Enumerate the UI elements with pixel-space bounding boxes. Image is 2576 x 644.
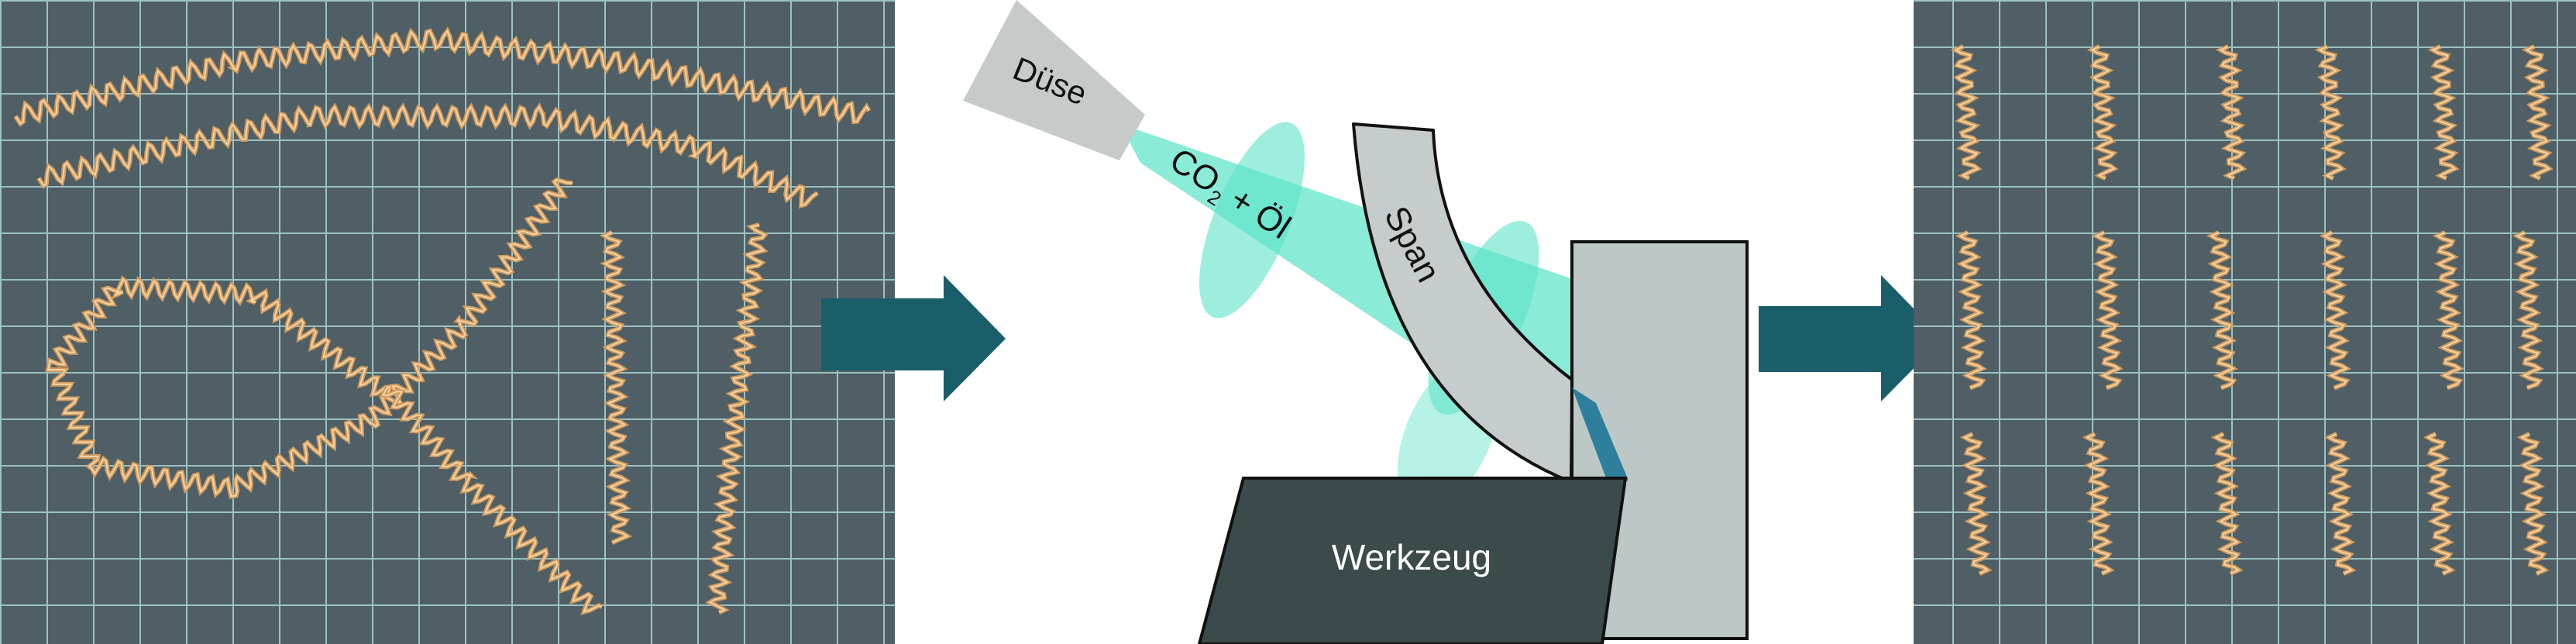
jet-section-ellipse-1 [1199,122,1305,319]
short-chip-14-highlight [2436,232,2461,389]
chip-group-right [1950,44,2554,576]
short-chip-2-highlight [1959,232,1984,389]
short-chip-5-highlight [2095,232,2120,389]
short-chip-4-highlight [2090,46,2116,180]
contact-zone [1572,387,1628,482]
process-arrow-right [1759,275,1943,401]
long-chip-1-highlight [15,29,870,126]
nozzle [963,0,1145,160]
short-chip-7-highlight [2219,46,2244,180]
long-chip-loop-highlight [46,178,573,498]
short-chip-8-highlight [2210,232,2235,389]
short-chip-3-highlight [1963,433,1990,575]
short-chip-15-highlight [2426,433,2453,575]
long-chip-3-highlight [603,232,629,544]
long-chip-2-highlight [38,105,818,207]
chip-group-left [13,26,872,615]
tool-label: Werkzeug [1332,537,1491,577]
cutting-tool [1197,477,1628,644]
short-broken-chips-photo [1914,0,2576,644]
short-chip-18-highlight [2520,433,2547,575]
long-continuous-chips-photo [0,0,895,644]
short-chip-13-highlight [2431,46,2457,180]
process-arrow-left [821,275,1006,401]
short-chip-11-highlight [2323,232,2348,389]
long-chip-4-highlight [708,224,766,614]
short-chip-6-highlight [2086,433,2112,575]
short-chip-9-highlight [2214,433,2241,575]
short-chip-10-highlight [2318,46,2344,180]
short-chip-12-highlight [2327,433,2354,575]
mat-grid-right [1914,0,2576,644]
short-chip-1-highlight [1954,46,1979,180]
cutting-schematic: Düse CO2 + Öl Span Werkzeug [963,0,1749,644]
long-chip-loop-tail-highlight [381,387,603,613]
short-chip-17-highlight [2516,232,2541,389]
short-chip-16-highlight [2525,46,2550,180]
